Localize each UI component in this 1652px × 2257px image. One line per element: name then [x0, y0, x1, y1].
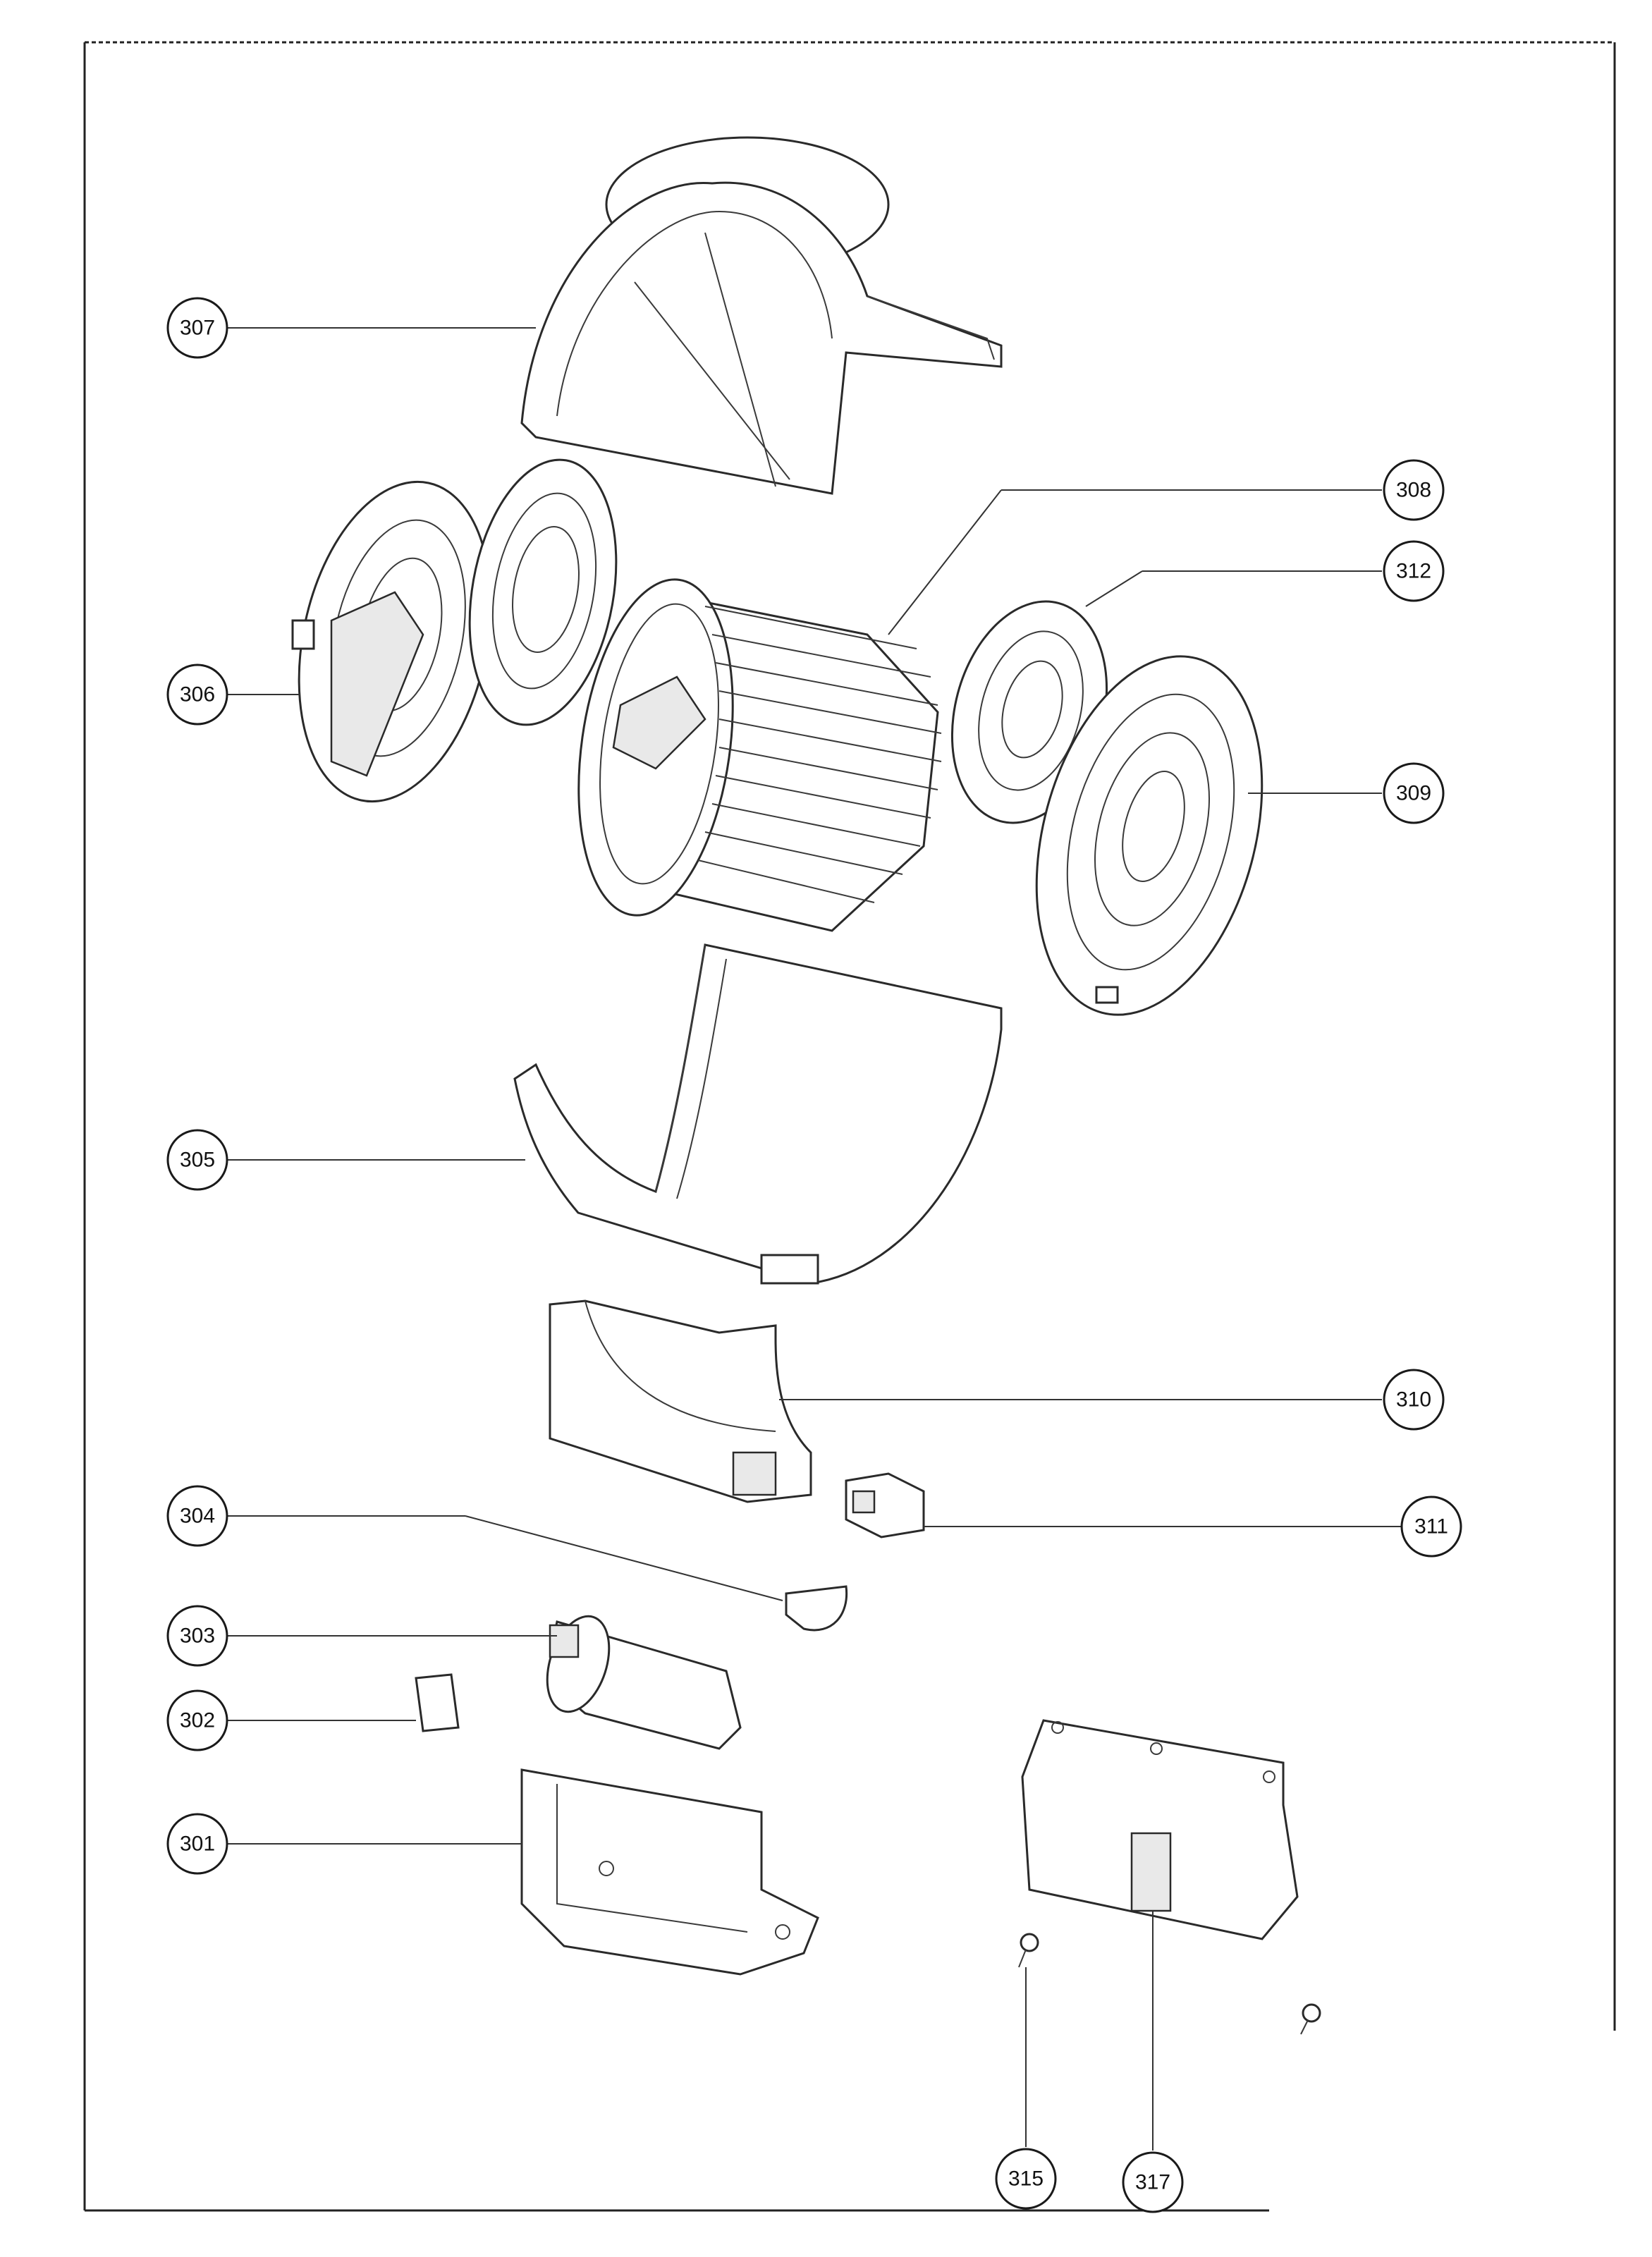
part-309-right-side-cover: [1035, 655, 1264, 1016]
callout-312: 312: [1383, 540, 1445, 602]
leader-lines: [227, 327, 1403, 2151]
page-frame: [83, 41, 1616, 2212]
callout-label-311: 311: [1414, 1515, 1448, 1539]
callout-label-315: 315: [1008, 2167, 1044, 2191]
callout-label-309: 309: [1396, 782, 1431, 805]
part-304-clip: [785, 1585, 848, 1632]
callout-304: 304: [166, 1485, 228, 1547]
part-301-base-cover: [520, 1768, 819, 1976]
callout-label-317: 317: [1135, 2171, 1170, 2194]
blower-wheel-blades: [697, 606, 942, 903]
callout-label-305: 305: [180, 1149, 215, 1172]
callout-307: 307: [166, 297, 228, 359]
callout-305: 305: [166, 1129, 228, 1191]
part-307-upper-housing: [520, 136, 1003, 495]
part-311-connector-block: [845, 1472, 925, 1539]
callout-301: 301: [166, 1813, 228, 1875]
callout-label-302: 302: [180, 1709, 215, 1732]
callout-309: 309: [1383, 762, 1445, 824]
callout-label-301: 301: [180, 1833, 215, 1856]
part-302-small-block: [415, 1673, 460, 1732]
callout-label-307: 307: [180, 317, 215, 340]
part-305-scroll-housing: [513, 943, 1003, 1285]
callout-303: 303: [166, 1605, 228, 1667]
part-306-left-side-cover: [291, 480, 492, 803]
part-317-mounting-plate: [1021, 1719, 1299, 1940]
callout-302: 302: [166, 1689, 228, 1751]
part-308-blower-wheel: [577, 578, 942, 932]
part-315-screws: [1018, 1933, 1321, 2035]
callout-label-308: 308: [1396, 479, 1431, 502]
part-310-motor-bracket: [549, 1299, 812, 1503]
callout-310: 310: [1383, 1369, 1445, 1431]
callout-label-306: 306: [180, 683, 215, 707]
callout-311: 311: [1400, 1496, 1462, 1558]
callout-label-312: 312: [1396, 560, 1431, 583]
callout-label-304: 304: [180, 1505, 215, 1528]
callout-315: 315: [995, 2148, 1057, 2210]
callout-308: 308: [1383, 459, 1445, 521]
callout-label-310: 310: [1396, 1388, 1431, 1412]
left-ring-grille: [468, 458, 618, 726]
callout-306: 306: [166, 663, 228, 726]
part-303-capacitor: [546, 1615, 742, 1750]
callout-label-303: 303: [180, 1625, 215, 1648]
callout-317: 317: [1122, 2151, 1184, 2213]
